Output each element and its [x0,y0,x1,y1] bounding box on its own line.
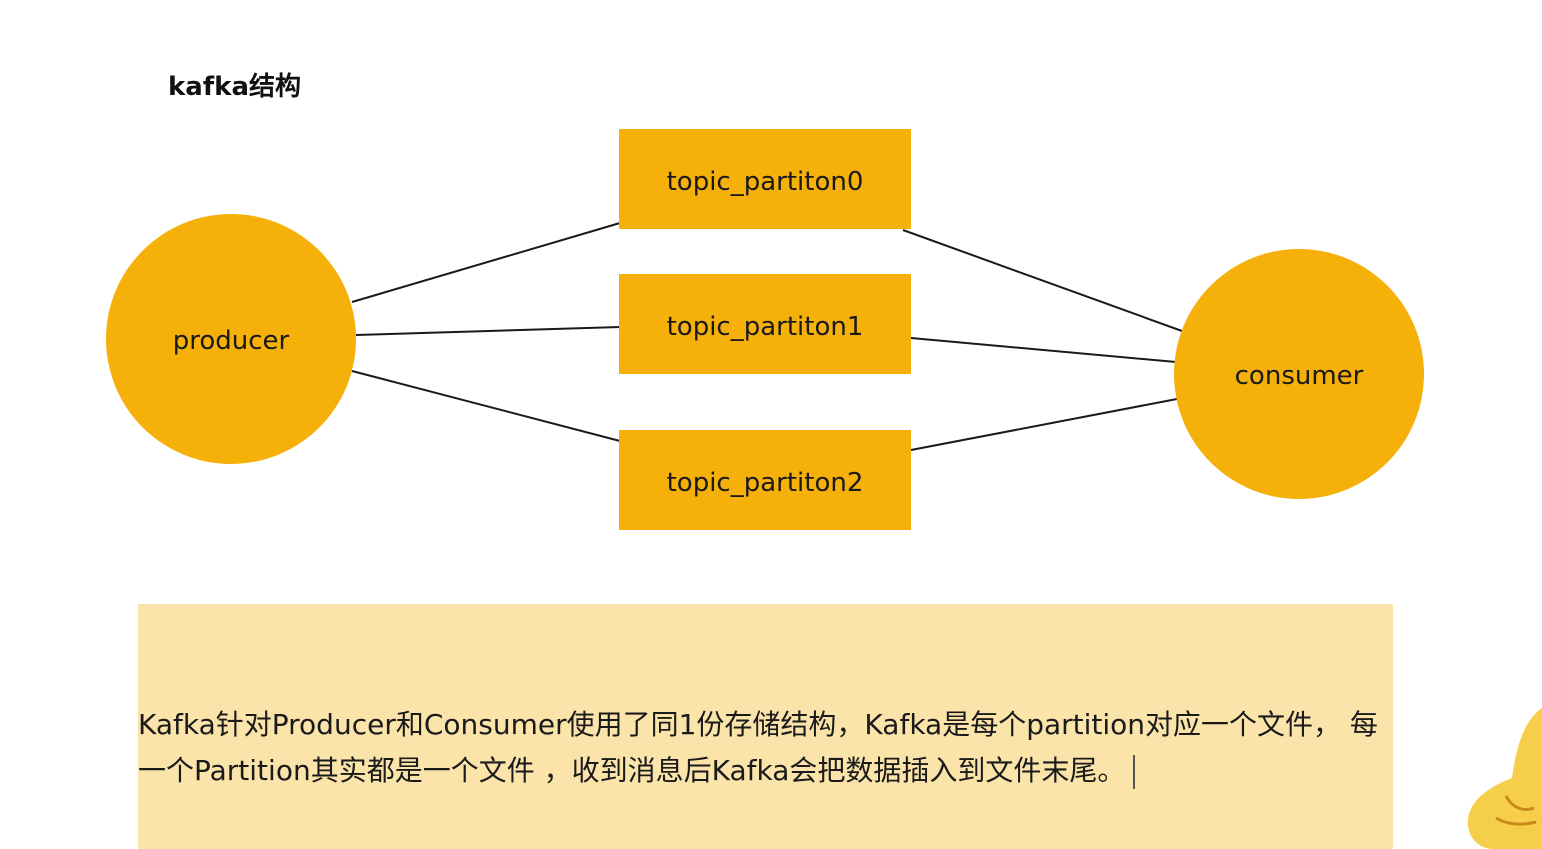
kafka-structure-diagram: producer topic_partiton0 topic_partiton1… [106,129,1424,530]
producer-circle [106,214,356,464]
consumer-node: consumer [1174,249,1424,499]
producer-node: producer [106,214,356,464]
partition-label-1: topic_partiton1 [667,312,864,342]
note-box: Kafka针对Producer和Consumer使用了同1份存储结构，Kafka… [138,604,1393,849]
page-title: kafka结构 [168,72,301,102]
partition-box-1 [619,274,911,374]
partition-box-2 [619,430,911,530]
edge-producer-partition1 [355,326,621,336]
partition-node-0: topic_partiton0 [619,129,911,229]
note-content: Kafka针对Producer和Consumer使用了同1份存储结构，Kafka… [138,708,1378,787]
consumer-label: consumer [1235,361,1364,391]
mascot-decoration-icon [1467,708,1542,849]
partition-node-1: topic_partiton1 [619,274,911,374]
edge-partition1-consumer [910,337,1177,363]
partition-label-2: topic_partiton2 [667,468,864,498]
edge-partition2-consumer [910,398,1178,451]
note-text[interactable]: Kafka针对Producer和Consumer使用了同1份存储结构，Kafka… [138,702,1388,794]
partition-box-0 [619,129,911,229]
partition-node-2: topic_partiton2 [619,430,911,530]
text-caret [1133,755,1136,789]
edge-partition0-consumer [902,229,1183,332]
edge-producer-partition0 [351,222,621,303]
consumer-circle [1174,249,1424,499]
producer-label: producer [173,326,290,356]
partition-label-0: topic_partiton0 [667,167,864,197]
edge-producer-partition2 [351,370,621,442]
